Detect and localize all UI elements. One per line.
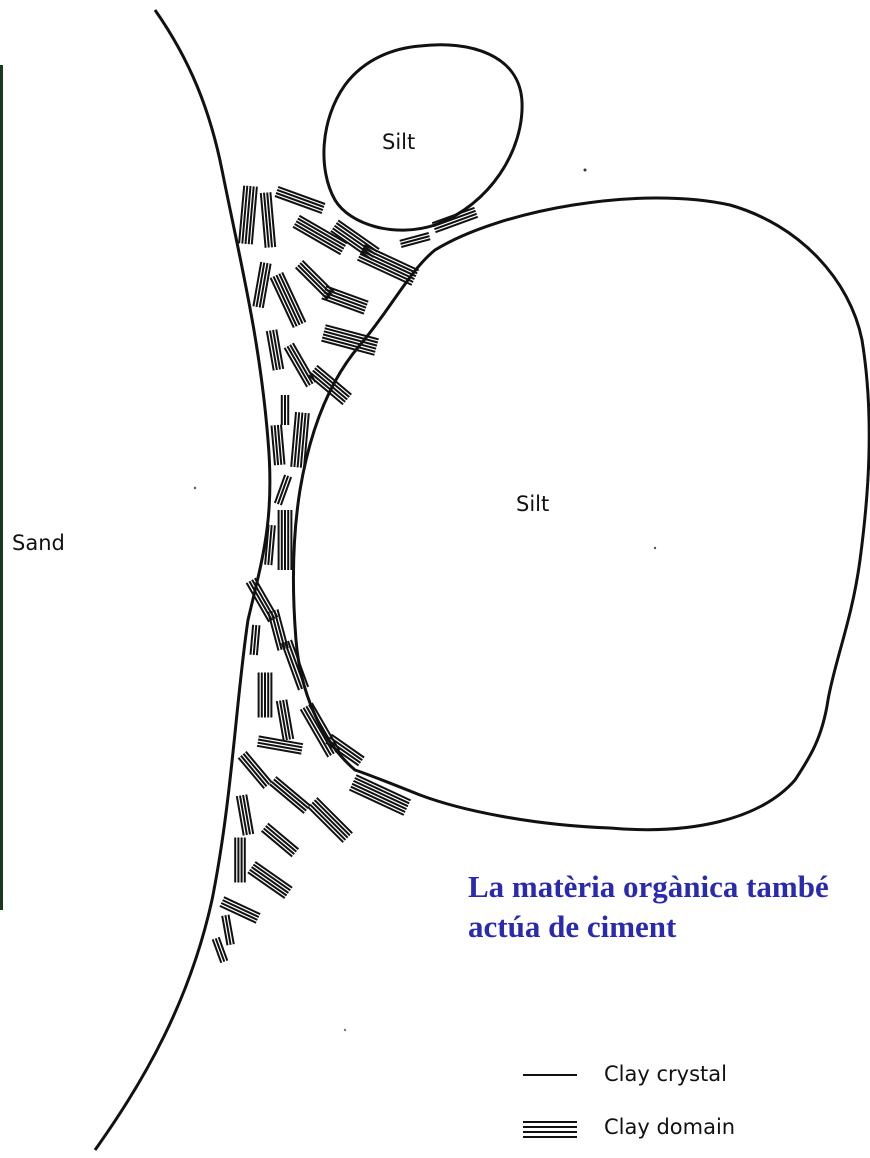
speck — [654, 547, 656, 549]
clay-domain — [213, 937, 228, 963]
clay-domain-line — [274, 779, 309, 808]
clay-domain-line — [276, 777, 311, 806]
clay-domain — [285, 343, 316, 387]
clay-domain-line — [251, 625, 254, 655]
caption: La matèria orgànica també actúa de cimen… — [468, 867, 870, 947]
clay-domain — [239, 186, 257, 245]
clay-domain-line — [351, 787, 405, 812]
clay-domain — [321, 325, 378, 355]
clay-domain-line — [360, 254, 414, 279]
legend-clay-crystal-label: Clay crystal — [604, 1062, 727, 1086]
clay-domain-line — [324, 292, 366, 307]
clay-domain — [400, 233, 431, 247]
clay-domain — [277, 700, 293, 741]
clay-domain-line — [254, 625, 257, 655]
clay-domain-line — [433, 211, 475, 226]
silt-small-label: Silt — [382, 130, 415, 154]
clay-domain — [267, 330, 283, 371]
clay-domain — [308, 798, 352, 842]
clay-domain-line — [295, 224, 343, 252]
clay-domain-line — [252, 867, 289, 893]
clay-domain-line — [272, 782, 307, 811]
clay-domain-line — [313, 371, 347, 400]
clay-domain-line — [248, 872, 285, 898]
clay-domain-line — [220, 906, 256, 923]
clay-domain-line — [355, 778, 409, 803]
clay-domain-line — [224, 897, 260, 914]
clay-domain — [222, 915, 234, 946]
clay-domain — [282, 640, 308, 690]
clay-domain-line — [223, 900, 259, 917]
clay-domain — [322, 286, 369, 313]
clay-domain — [251, 625, 260, 655]
clay-domain — [259, 673, 272, 718]
silt-large-label: Silt — [516, 492, 549, 516]
clay-domain — [239, 752, 272, 789]
clay-domain-line — [253, 865, 290, 891]
large-silt-grain-outline — [293, 198, 869, 830]
clay-domain-line — [354, 781, 408, 806]
clay-domain — [253, 262, 270, 308]
clay-domain-line — [255, 862, 292, 888]
speck — [584, 169, 587, 172]
clay-domain — [248, 862, 292, 898]
legend-clay-domain-label: Clay domain — [604, 1115, 735, 1139]
clay-domain — [271, 272, 306, 327]
clay-domain — [279, 510, 292, 570]
clay-domain-line — [359, 257, 413, 282]
clay-domain — [275, 187, 325, 213]
sand-label: Sand — [12, 531, 65, 555]
clay-domain — [235, 838, 245, 883]
clay-domain-line — [293, 227, 341, 255]
clay-domain-line — [315, 368, 350, 397]
clay-domain — [309, 366, 352, 405]
clay-domain — [261, 192, 275, 248]
clay-domain-line — [317, 366, 351, 395]
caption-line-1: La matèria orgànica també — [468, 867, 870, 907]
clay-domain — [237, 795, 253, 836]
clay-domain-line — [257, 625, 260, 655]
small-silt-grain-outline — [324, 45, 522, 230]
clay-domain — [282, 395, 288, 425]
clay-domain-legend-symbol — [523, 1122, 577, 1137]
clay-domain-line — [363, 248, 417, 273]
clay-domain-line — [309, 705, 337, 753]
speck — [344, 1029, 346, 1031]
caption-line-2: actúa de ciment — [468, 907, 870, 947]
sand-grain-outline — [95, 10, 270, 1150]
clay-domain-line — [362, 251, 416, 276]
clay-domain — [270, 777, 311, 813]
clay-domain-line — [270, 784, 305, 813]
speck — [194, 487, 196, 489]
clay-domain — [272, 425, 285, 466]
clay-domain — [349, 775, 410, 815]
clay-domain — [275, 475, 291, 505]
clay-domain-line — [306, 706, 334, 754]
clay-domain — [432, 208, 478, 232]
clay-domain-line — [304, 708, 332, 756]
clay-domain-line — [312, 802, 347, 837]
clay-domain-line — [296, 268, 328, 300]
clay-domain-line — [250, 870, 287, 896]
clay-domain — [262, 824, 299, 857]
clay-domain — [257, 736, 303, 753]
